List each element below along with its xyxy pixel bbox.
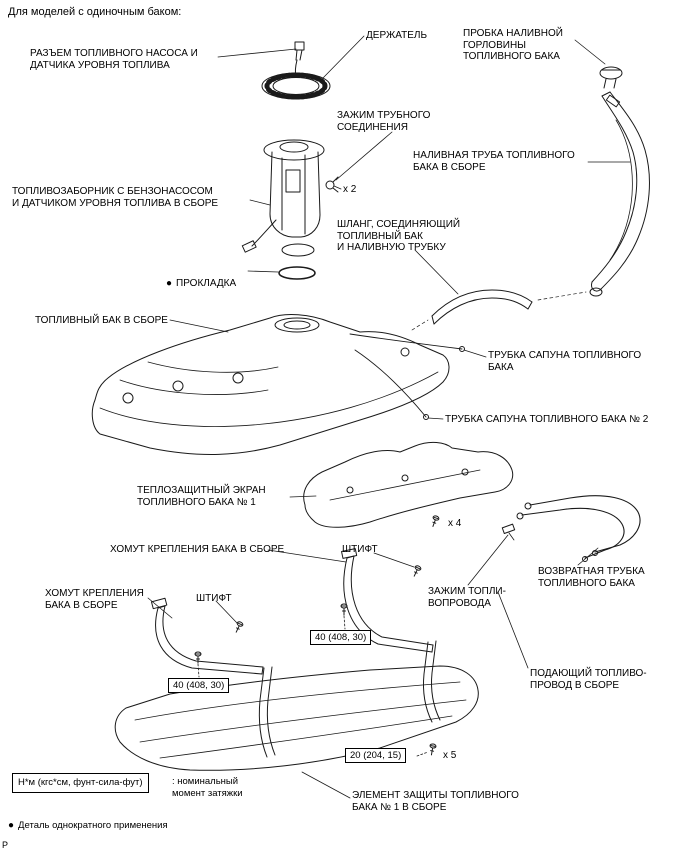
skid-plate-drawing [115, 641, 478, 770]
label-filler-cap: ПРОБКА НАЛИВНОЙ ГОРЛОВИНЫ ТОПЛИВНОГО БАК… [463, 28, 563, 62]
label-breather-tube: ТРУБКА САПУНА ТОПЛИВНОГО БАКА [488, 350, 642, 373]
label-tube-joint-clip: ЗАЖИМ ТРУБНОГО СОЕДИНЕНИЯ [337, 110, 431, 133]
fuel-pump-module-drawing [242, 140, 324, 256]
label-pump-connector: РАЗЪЕМ ТОПЛИВНОГО НАСОСА И ДАТЧИКА УРОВН… [30, 48, 198, 71]
torque-box-skid-plate: 20 (204, 15) [345, 748, 407, 763]
label-skid-plate: ЭЛЕМЕНТ ЗАЩИТЫ ТОПЛИВНОГО БАКА № 1 В СБО… [352, 790, 519, 813]
torque-box-band-center: 40 (408, 30) [310, 630, 372, 645]
retainer-drawing [262, 73, 330, 99]
label-fuel-suction: ТОПЛИВОЗАБОРНИК С БЕНЗОНАСОСОМ И ДАТЧИКО… [12, 186, 219, 209]
breather-tubes-drawing [350, 334, 465, 420]
page-corner-mark: P [2, 840, 9, 850]
label-filler-pipe: НАЛИВНАЯ ТРУБА ТОПЛИВНОГО БАКА В СБОРЕ [413, 150, 575, 173]
filler-pipe-drawing [590, 67, 649, 296]
single-use-note-text: Деталь однократного применения [18, 820, 168, 831]
label-gasket: ●ПРОКЛАДКА [166, 266, 236, 289]
label-breather-tube-2: ТРУБКА САПУНА ТОПЛИВНОГО БАКА № 2 [445, 414, 649, 425]
gasket-drawing [279, 267, 315, 279]
fuel-lines-drawing [502, 496, 640, 562]
hose-drawing [412, 290, 586, 330]
torque-box-band-left: 40 (408, 30) [168, 678, 230, 693]
band-left-drawing [151, 598, 263, 674]
pump-connector-drawing [295, 42, 304, 77]
label-hose: ШЛАНГ, СОЕДИНЯЮЩИЙ ТОПЛИВНЫЙ БАК И НАЛИВ… [337, 219, 461, 253]
single-use-bullet-icon: ● [166, 277, 173, 289]
qty-x5: x 5 [443, 750, 457, 761]
legend-meaning: : номинальный момент затяжки [172, 776, 243, 799]
label-gasket-text: ПРОКЛАДКА [176, 277, 237, 289]
label-retainer: ДЕРЖАТЕЛЬ [366, 30, 428, 41]
fuel-tank-drawing [92, 315, 449, 455]
qty-x4: x 4 [448, 518, 462, 529]
heat-shield-drawing [304, 442, 513, 528]
label-heat-shield: ТЕПЛОЗАЩИТНЫЙ ЭКРАН ТОПЛИВНОГО БАКА № 1 [137, 485, 266, 508]
single-use-note: ●Деталь однократного применения [8, 820, 168, 831]
label-return-tube: ВОЗВРАТНАЯ ТРУБКА ТОПЛИВНОГО БАКА [538, 566, 645, 589]
leader-lines [148, 36, 630, 798]
single-use-bullet-icon: ● [8, 820, 15, 831]
label-fuel-line-clamp: ЗАЖИМ ТОПЛИ- ВОПРОВОДА [428, 586, 506, 609]
band-center-drawing [340, 549, 433, 652]
label-band-center: ХОМУТ КРЕПЛЕНИЯ БАКА В СБОРЕ [110, 544, 285, 555]
label-fuel-tank: ТОПЛИВНЫЙ БАК В СБОРЕ [35, 315, 168, 326]
legend-unit-box: Н*м (кгс*см, фунт-сила-фут) [12, 773, 149, 793]
label-supply-line: ПОДАЮЩИЙ ТОПЛИВО- ПРОВОД В СБОРЕ [530, 668, 647, 691]
qty-x2: x 2 [343, 184, 357, 195]
label-pin-left: ШТИФТ [196, 593, 232, 604]
page-title: Для моделей с одиночным баком: [8, 6, 182, 18]
tube-joint-clip-drawing [326, 177, 338, 192]
label-pin-center: ШТИФТ [342, 544, 378, 555]
label-band-left: ХОМУТ КРЕПЛЕНИЯ БАКА В СБОРЕ [45, 588, 144, 611]
